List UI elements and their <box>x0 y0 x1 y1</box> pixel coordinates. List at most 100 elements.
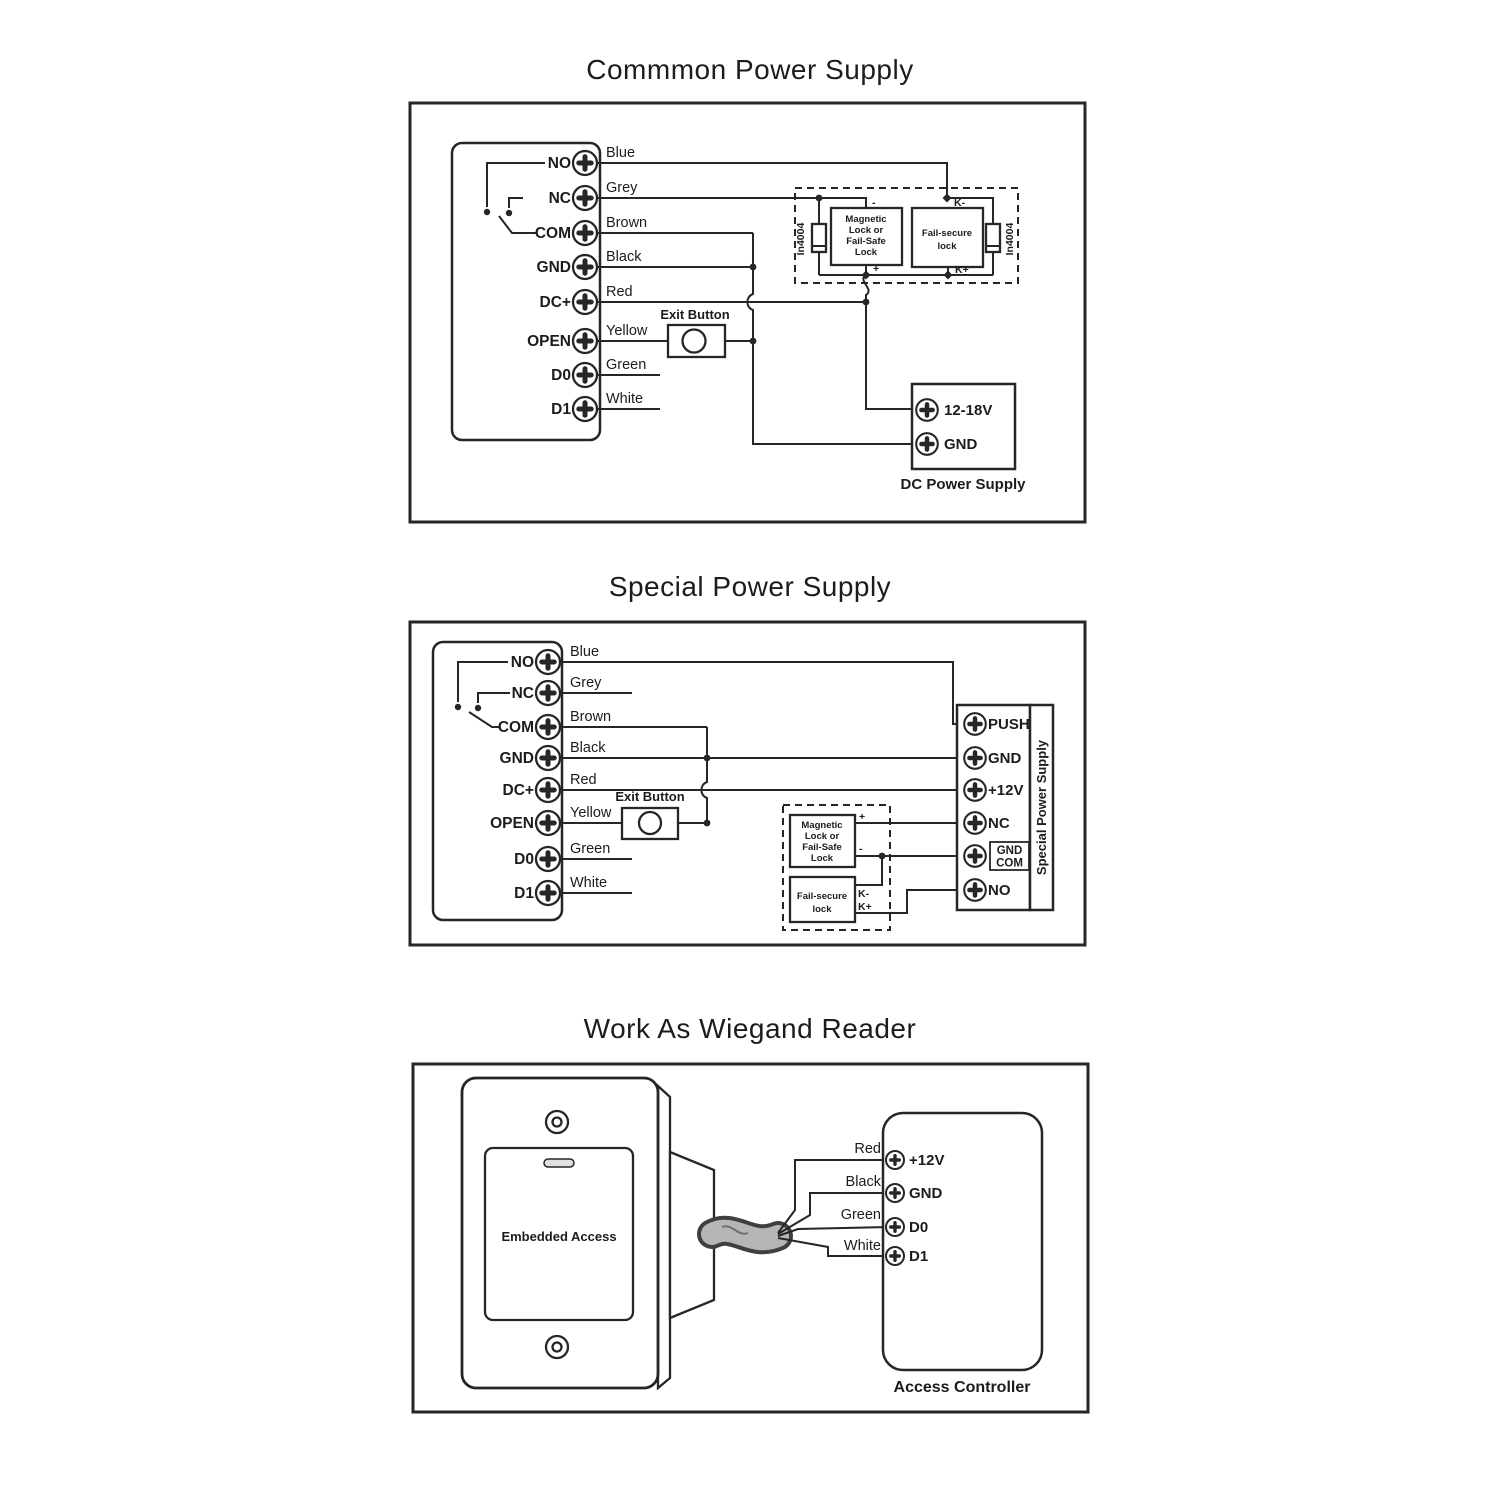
lock-assembly: Magnetic Lock or Fail-Safe Lock Fail-sec… <box>782 804 963 931</box>
fail-secure-lock-box <box>788 875 857 924</box>
screw-icon <box>573 186 597 210</box>
wire-label-black: Black <box>846 1174 882 1190</box>
k-minus-label: K- <box>954 197 966 209</box>
magnetic-lock-box <box>788 813 857 869</box>
access-controller: +12V GND D0 D1 Access Controller <box>881 1111 1044 1396</box>
magnetic-lock-line: Magnetic <box>845 214 886 225</box>
access-controller-box <box>881 1111 1044 1372</box>
wires <box>598 162 948 445</box>
terminal-label-no: NO <box>511 654 534 671</box>
exit-button: Exit Button <box>615 789 685 841</box>
special-power-supply-box <box>955 703 1032 912</box>
terminal-label-d1: D1 <box>514 885 534 902</box>
screw-icon <box>536 650 560 674</box>
reader-back-bracket <box>668 1150 716 1320</box>
diode-right <box>984 222 1002 254</box>
section-title: Special Power Supply <box>609 571 891 602</box>
screw-icon <box>536 847 560 871</box>
controller-terminal-d1: D1 <box>909 1248 928 1265</box>
gnd-com-terminal-box <box>989 841 1030 871</box>
magnetic-lock-line: Lock or <box>805 831 840 842</box>
dc-power-supply-label: DC Power Supply <box>900 476 1026 493</box>
screw-icon <box>573 255 597 279</box>
dc-terminal-gnd: GND <box>944 436 978 453</box>
diagram-special-power-supply: Special Power Supply NO NC COM GND DC+ O… <box>408 571 1087 947</box>
screw-icon <box>884 1149 906 1171</box>
terminal-label-d0: D0 <box>514 851 534 868</box>
lock-dashed-box <box>794 187 1019 284</box>
reader-side-face <box>656 1083 672 1391</box>
fail-secure-line: Fail-secure <box>922 228 972 239</box>
screw-icon <box>573 151 597 175</box>
wire-label-yellow: Yellow <box>606 323 648 339</box>
fail-secure-line: Fail-secure <box>797 891 847 902</box>
magnetic-lock-box <box>829 206 904 267</box>
k-minus-label: K- <box>858 888 870 900</box>
diagram-border <box>411 1062 1090 1414</box>
ps-terminal-push: PUSH <box>988 716 1030 733</box>
magnetic-lock-line: Fail-Safe <box>802 842 842 853</box>
ps-terminal-gnd-com-line2: COM <box>996 858 1023 870</box>
diagram-common-power-supply: Commmon Power Supply NO NC COM GND DC+ O… <box>408 54 1087 524</box>
wire-label-white: White <box>844 1238 881 1254</box>
ps-terminal-gnd-com-line1: GND <box>997 845 1023 857</box>
diagram-border <box>408 101 1087 524</box>
reader-top-screw-center <box>551 1116 563 1128</box>
relay-switch-icon <box>483 162 545 234</box>
screw-icon <box>573 397 597 421</box>
wire-label-red: Red <box>854 1141 881 1157</box>
magnetic-lock-line: Fail-Safe <box>846 236 886 247</box>
screw-icon <box>964 747 986 769</box>
wire-label-grey: Grey <box>606 180 638 196</box>
terminal-label-dc: DC+ <box>503 782 534 799</box>
terminal-label-open: OPEN <box>527 333 571 350</box>
wire-label-green: Green <box>570 841 610 857</box>
wire-label-green: Green <box>841 1207 881 1223</box>
exit-button: Exit Button <box>660 307 730 359</box>
magnetic-lock-line: Lock or <box>849 225 884 236</box>
special-power-supply: Special Power Supply PUSH GND +12V NC NO… <box>955 703 1055 912</box>
screw-icon <box>536 746 560 770</box>
dc-power-supply-box <box>910 382 1017 471</box>
reader-panel <box>483 1146 635 1322</box>
terminal-label-dc: DC+ <box>540 294 571 311</box>
diode-right-label: In4004 <box>1004 223 1016 256</box>
screw-icon <box>573 290 597 314</box>
screw-icon <box>573 221 597 245</box>
screw-icon <box>964 879 986 901</box>
polarity-minus: - <box>859 843 863 855</box>
wire-label-red: Red <box>570 772 597 788</box>
access-controller-label: Access Controller <box>894 1379 1031 1396</box>
polarity-plus: + <box>873 263 879 275</box>
fail-secure-line: lock <box>812 904 832 915</box>
screw-icon <box>964 845 986 867</box>
wire-label-grey: Grey <box>570 675 602 691</box>
exit-button-circle <box>637 810 663 836</box>
screw-icon <box>573 363 597 387</box>
lock-dashed-box <box>782 804 891 931</box>
wire-label-red: Red <box>606 284 633 300</box>
terminal-label-no: NO <box>548 155 571 172</box>
polarity-plus: + <box>859 811 865 823</box>
screw-icon <box>536 681 560 705</box>
wire-label-blue: Blue <box>570 644 599 660</box>
wire-label-brown: Brown <box>570 709 611 725</box>
reader-bottom-screw-center <box>551 1341 563 1353</box>
access-device-box <box>431 640 564 922</box>
wire-label-white: White <box>606 391 643 407</box>
screw-icon <box>536 881 560 905</box>
exit-button-circle <box>681 328 707 354</box>
k-plus-label: K+ <box>955 264 969 276</box>
reader-device: Embedded Access <box>460 1076 716 1391</box>
screw-icon <box>964 713 986 735</box>
diode-left-label: In4004 <box>795 223 807 256</box>
screw-icon <box>916 433 938 455</box>
magnetic-lock-line: Lock <box>811 853 834 864</box>
ps-terminal-no: NO <box>988 882 1011 899</box>
screw-icon <box>536 811 560 835</box>
reader-label: Embedded Access <box>501 1229 616 1244</box>
screw-icon <box>573 329 597 353</box>
screw-icon <box>884 1182 906 1204</box>
wire-label-yellow: Yellow <box>570 805 612 821</box>
